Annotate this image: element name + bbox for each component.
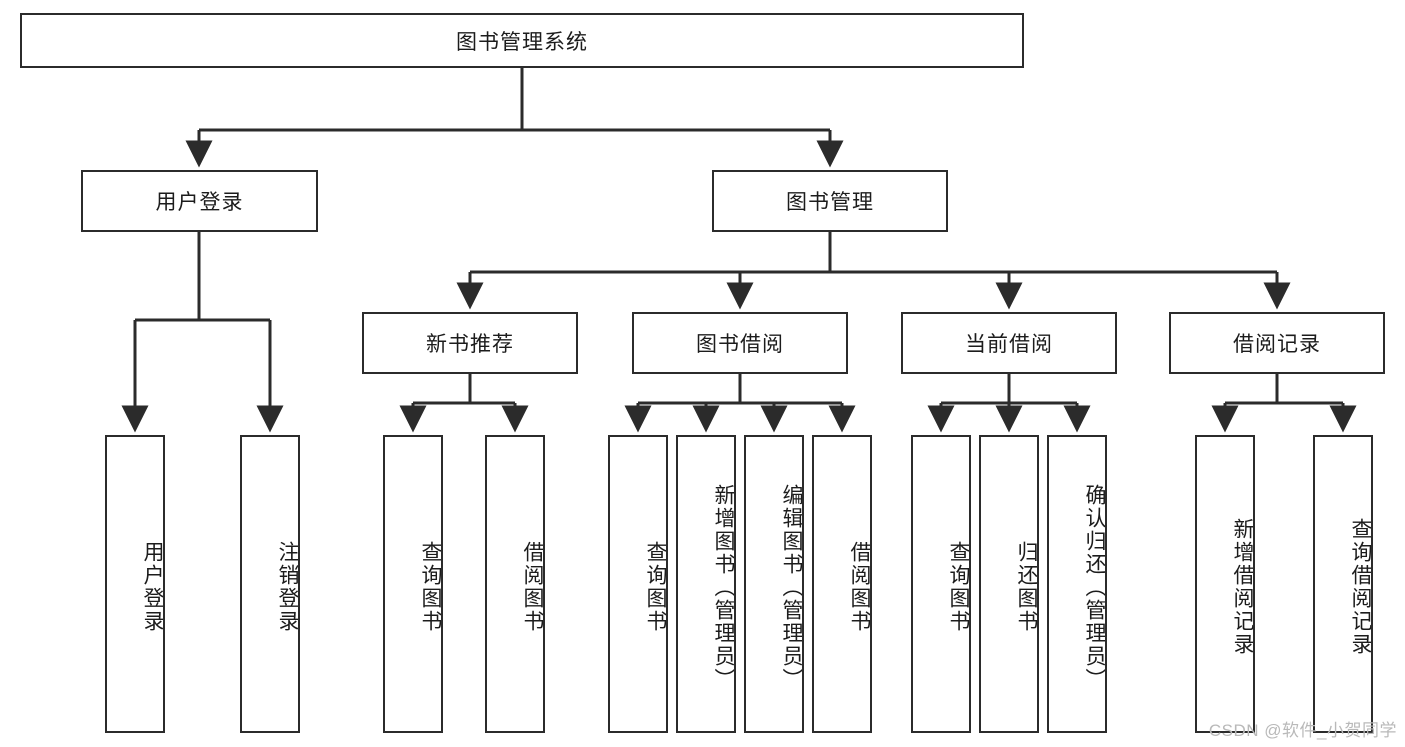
node-label: 借阅图书 [521, 541, 544, 633]
leaf-confirm-return-admin[interactable]: 确认归还（管理员） [1047, 435, 1107, 733]
node-label: 用户登录 [155, 191, 244, 214]
node-label: 查询图书 [947, 541, 970, 633]
leaf-query-book-current[interactable]: 查询图书 [911, 435, 971, 733]
leaf-add-borrow-record[interactable]: 新增借阅记录 [1195, 435, 1255, 733]
node-label: 查询图书 [419, 541, 442, 633]
node-book-management-system[interactable]: 图书管理系统 [20, 13, 1024, 68]
node-user-login[interactable]: 用户登录 [81, 170, 318, 232]
node-label: 借阅记录 [1233, 333, 1321, 356]
node-new-book-recommend[interactable]: 新书推荐 [362, 312, 578, 374]
node-label: 新书推荐 [426, 333, 514, 356]
leaf-return-book[interactable]: 归还图书 [979, 435, 1039, 733]
leaf-logout-login[interactable]: 注销登录 [240, 435, 300, 733]
leaf-borrow-book-recommend[interactable]: 借阅图书 [485, 435, 545, 733]
node-label: 归还图书 [1015, 541, 1038, 633]
node-label: 查询借阅记录 [1349, 518, 1372, 656]
node-label: 图书借阅 [696, 333, 784, 356]
node-label: 借阅图书 [848, 541, 871, 633]
node-label: 编辑图书（管理员） [780, 483, 803, 691]
node-label: 用户登录 [141, 541, 164, 633]
leaf-query-book-recommend[interactable]: 查询图书 [383, 435, 443, 733]
leaf-edit-book-admin[interactable]: 编辑图书（管理员） [744, 435, 804, 733]
leaf-query-borrow-record[interactable]: 查询借阅记录 [1313, 435, 1373, 733]
node-current-borrow[interactable]: 当前借阅 [901, 312, 1117, 374]
node-label: 图书管理 [786, 191, 874, 214]
node-label: 查询图书 [644, 541, 667, 633]
leaf-add-book-admin[interactable]: 新增图书（管理员） [676, 435, 736, 733]
node-book-manage[interactable]: 图书管理 [712, 170, 948, 232]
node-label: 注销登录 [276, 541, 299, 633]
node-label: 确认归还（管理员） [1083, 483, 1106, 691]
node-label: 当前借阅 [965, 333, 1053, 356]
node-label: 新增借阅记录 [1231, 518, 1254, 656]
leaf-query-book-borrow[interactable]: 查询图书 [608, 435, 668, 733]
leaf-user-login[interactable]: 用户登录 [105, 435, 165, 733]
node-label: 新增图书（管理员） [712, 483, 735, 691]
node-label: 图书管理系统 [456, 30, 588, 54]
leaf-borrow-book[interactable]: 借阅图书 [812, 435, 872, 733]
node-book-borrow[interactable]: 图书借阅 [632, 312, 848, 374]
node-borrow-record[interactable]: 借阅记录 [1169, 312, 1385, 374]
